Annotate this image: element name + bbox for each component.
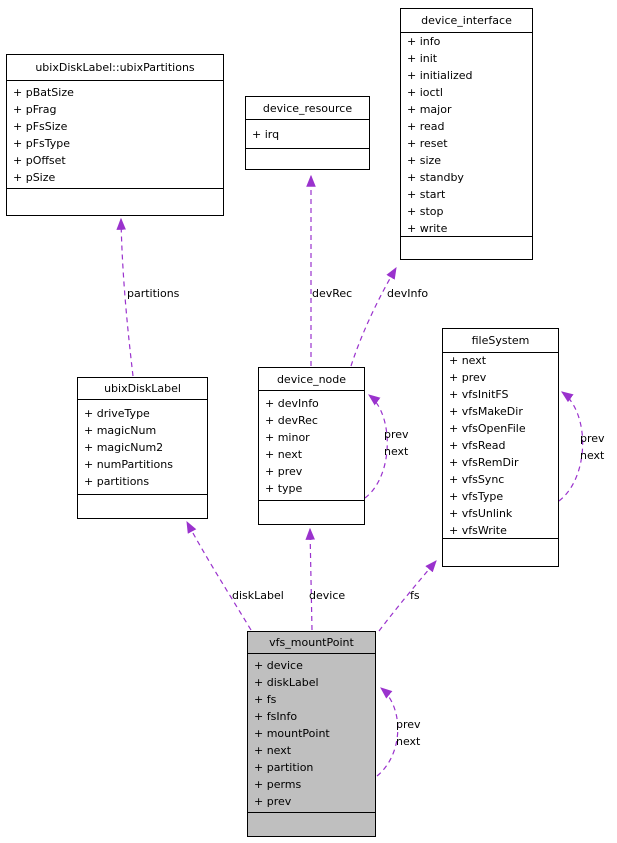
class-field: + mountPoint <box>254 726 330 740</box>
class-field: + vfsType <box>449 490 504 503</box>
class-field: + initialized <box>407 68 473 82</box>
class-field: + fs <box>254 692 277 706</box>
class-field: + driveType <box>84 406 150 420</box>
class-field: + start <box>407 187 446 201</box>
edge-label-vfs-mountPoint-loop: prev next <box>396 716 421 750</box>
class-field: + pFrag <box>13 102 57 116</box>
class-field: + pFsSize <box>13 119 68 133</box>
class-box-fileSystem[interactable]: fileSystem + next + prev + vfsInitFS + vfsM… <box>442 328 559 567</box>
class-fields: + device + diskLabel + fs + fsInfo + mountPo… <box>248 654 375 813</box>
class-fields: + pBatSize + pFrag + pFsSize + pFsType + pOf… <box>7 81 223 189</box>
class-field: + vfsUnlink <box>449 507 513 520</box>
class-field: + pSize <box>13 170 56 184</box>
edge-label-device-node-loop: prev next <box>384 426 409 460</box>
edge-label-fileSystem-loop: prev next <box>580 430 605 464</box>
class-field: + prev <box>449 371 487 384</box>
loop-label-prev: prev <box>580 432 605 445</box>
class-field: + reset <box>407 136 448 150</box>
class-field: + partition <box>254 760 314 774</box>
class-field: + type <box>265 481 303 495</box>
class-field: + vfsRemDir <box>449 456 519 469</box>
class-field: + stop <box>407 204 444 218</box>
class-field: + fsInfo <box>254 709 298 723</box>
class-box-device-interface[interactable]: device_interface + info + init + initializ… <box>400 8 533 260</box>
class-field: + prev <box>254 794 292 808</box>
class-field: + next <box>254 743 292 757</box>
class-field: + info <box>407 34 441 48</box>
class-field: + devRec <box>265 413 318 427</box>
edge-vfs-mountPoint-self-loop <box>376 687 399 777</box>
class-box-ubixDiskLabel[interactable]: ubixDiskLabel + driveType + magicNum + mag… <box>77 377 208 519</box>
class-fields: + irq <box>246 120 369 149</box>
class-field: + vfsSync <box>449 473 505 486</box>
class-box-device-node[interactable]: device_node + devInfo + devRec + minor + ne… <box>258 367 365 525</box>
class-field: + vfsWrite <box>449 524 507 537</box>
class-footer <box>78 495 207 518</box>
class-fields: + next + prev + vfsInitFS + vfsMakeDir + vfs… <box>443 353 558 539</box>
class-field: + devInfo <box>265 396 319 410</box>
class-field: + ioctl <box>407 85 443 99</box>
class-fields: + info + init + initialized + ioctl + major +… <box>401 33 532 237</box>
class-field: + device <box>254 658 303 672</box>
class-footer <box>259 501 364 524</box>
class-title: device_resource <box>246 97 369 120</box>
class-footer <box>401 237 532 259</box>
class-box-device-resource[interactable]: device_resource + irq <box>245 96 370 170</box>
class-title: fileSystem <box>443 329 558 353</box>
class-footer <box>443 539 558 566</box>
loop-label-prev: prev <box>396 718 421 731</box>
class-field: + vfsMakeDir <box>449 405 523 418</box>
class-field: + vfsOpenFile <box>449 422 526 435</box>
loop-label-next: next <box>580 449 605 462</box>
edge-label-devRec: devRec <box>312 287 353 300</box>
class-field: + init <box>407 51 438 65</box>
loop-label-prev: prev <box>384 428 409 441</box>
class-box-ubixPartitions[interactable]: ubixDiskLabel::ubixPartitions + pBatSize… <box>6 54 224 216</box>
class-fields: + driveType + magicNum + magicNum2 + numPar… <box>78 400 207 495</box>
edge-label-device: device <box>309 589 346 602</box>
class-field: + magicNum <box>84 423 157 437</box>
edge-device <box>305 527 316 631</box>
loop-label-next: next <box>384 445 409 458</box>
class-field: + prev <box>265 464 303 478</box>
edge-label-fs: fs <box>410 589 420 602</box>
edge-devInfo <box>350 266 397 367</box>
class-field: + pBatSize <box>13 85 74 99</box>
class-field: + partitions <box>84 474 150 488</box>
class-footer <box>7 189 223 215</box>
class-field: + next <box>265 447 303 461</box>
edge-label-diskLabel: diskLabel <box>232 589 284 602</box>
class-field: + write <box>407 221 448 235</box>
edge-label-partitions: partitions <box>127 287 180 300</box>
class-field: + vfsRead <box>449 439 506 452</box>
class-box-vfs-mountPoint: vfs_mountPoint + device+ diskLabel+ fs+ … <box>247 631 376 837</box>
class-title: ubixDiskLabel::ubixPartitions <box>7 55 223 81</box>
edge-fs <box>378 560 437 632</box>
edge-label-devInfo: devInfo <box>387 287 429 300</box>
class-field: + vfsInitFS <box>449 388 509 401</box>
class-title: device_interface <box>401 9 532 33</box>
class-field: + read <box>407 119 445 133</box>
class-title: ubixDiskLabel <box>78 378 207 400</box>
class-field: + perms <box>254 777 302 791</box>
edge-diskLabel <box>186 520 252 631</box>
class-title: device_node <box>259 368 364 391</box>
class-field: + size <box>407 153 442 167</box>
class-field: + next <box>449 354 487 367</box>
class-footer <box>246 149 369 169</box>
class-fields: + devInfo + devRec + minor + next + prev + ty… <box>259 391 364 501</box>
class-field: + pFsType <box>13 136 71 150</box>
class-field: + minor <box>265 430 310 444</box>
class-field: + irq <box>252 127 280 141</box>
class-field: + pOffset <box>13 153 66 167</box>
class-title: vfs_mountPoint <box>248 632 375 654</box>
class-field: + diskLabel <box>254 675 319 689</box>
class-field: + major <box>407 102 452 116</box>
class-field: + magicNum2 <box>84 440 164 454</box>
class-field: + standby <box>407 170 464 184</box>
class-field: + numPartitions <box>84 457 173 471</box>
class-footer <box>248 813 375 836</box>
loop-label-next: next <box>396 735 421 748</box>
